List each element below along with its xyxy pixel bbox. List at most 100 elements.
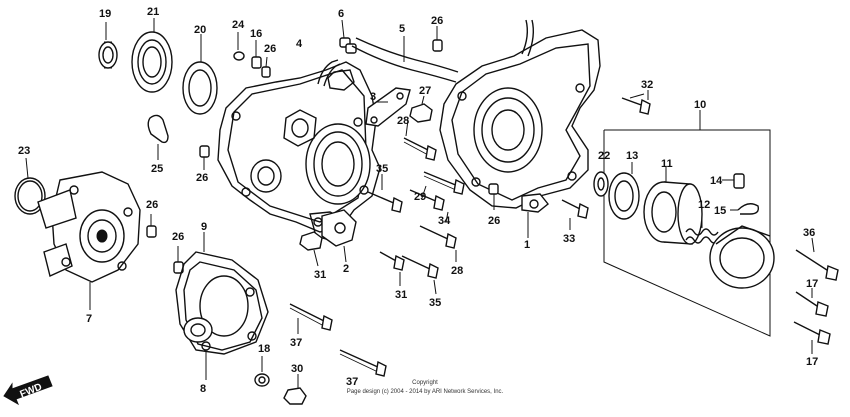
part-21-seal bbox=[131, 18, 173, 93]
part-label: 28 bbox=[397, 115, 409, 127]
part-26-dowel-f bbox=[173, 246, 184, 274]
fwd-arrow: FWD bbox=[3, 375, 53, 406]
leader-lines bbox=[381, 93, 645, 295]
part-33-bolt bbox=[561, 199, 589, 230]
part-label: 15 bbox=[714, 205, 726, 217]
part-label: 21 bbox=[147, 6, 159, 18]
part-label: 26 bbox=[146, 199, 158, 211]
part-26-dowel-a bbox=[261, 56, 271, 78]
part-label: 7 bbox=[86, 313, 92, 325]
part-label: 22 bbox=[598, 150, 610, 162]
part-label: 28 bbox=[451, 265, 463, 277]
part-17-bolt-b bbox=[793, 321, 831, 354]
crankcase-cover-center bbox=[217, 59, 381, 243]
part-label: 26 bbox=[196, 172, 208, 184]
part-9-gasket bbox=[175, 232, 269, 355]
part-label: 16 bbox=[250, 28, 262, 40]
part-label: 19 bbox=[99, 8, 111, 20]
part-32-bolt bbox=[621, 90, 651, 115]
crankcase-cover-right bbox=[439, 19, 601, 238]
part-label: 17 bbox=[806, 278, 818, 290]
part-label: 1 bbox=[524, 239, 530, 251]
part-26-dowel-c bbox=[432, 26, 443, 52]
part-label: 11 bbox=[661, 158, 673, 170]
part-label: 31 bbox=[314, 269, 326, 281]
part-label: 33 bbox=[563, 233, 575, 245]
part-24-ring bbox=[233, 32, 245, 61]
pump-cover bbox=[709, 225, 775, 289]
part-label: 10 bbox=[694, 99, 706, 111]
part-label: 35 bbox=[429, 297, 441, 309]
part-19-seal bbox=[98, 22, 118, 69]
part-28-bolt-a bbox=[403, 137, 437, 161]
part-label: 25 bbox=[151, 163, 163, 175]
part-27-bolt bbox=[409, 95, 433, 123]
part-label: 30 bbox=[291, 363, 303, 375]
part-12-spring bbox=[685, 214, 719, 244]
part-label: 18 bbox=[258, 343, 270, 355]
part-14-fitting bbox=[722, 173, 745, 189]
part-label: 36 bbox=[803, 227, 815, 239]
part-label: 17 bbox=[806, 356, 818, 368]
copyright-line-2: Page design (c) 2004 - 2014 by ARI Netwo… bbox=[347, 389, 504, 395]
part-26-dowel-d bbox=[488, 183, 499, 210]
copyright-line-1: Copyright bbox=[412, 380, 438, 386]
part-label: 27 bbox=[419, 85, 431, 97]
part-7-pump-body bbox=[37, 171, 141, 310]
part-label: 24 bbox=[232, 19, 245, 31]
part-31-bolt-b bbox=[379, 251, 405, 271]
part-label: 32 bbox=[641, 79, 653, 91]
part-label: 4 bbox=[296, 38, 303, 50]
part-label: 12 bbox=[698, 199, 710, 211]
part-16-pin bbox=[251, 40, 262, 69]
part-label: 37 bbox=[346, 376, 358, 388]
part-label: 3 bbox=[370, 91, 376, 103]
part-29-bolt bbox=[423, 171, 465, 195]
part-37-bolt-a bbox=[289, 303, 333, 334]
part-label: 23 bbox=[18, 145, 30, 157]
part-6-clamp bbox=[339, 19, 357, 54]
part-15-clip bbox=[730, 203, 760, 215]
part-35-bolt-a bbox=[367, 191, 403, 213]
part-label: 6 bbox=[338, 8, 344, 20]
part-label: 26 bbox=[431, 15, 443, 27]
part-label: 20 bbox=[194, 24, 206, 36]
part-label: 35 bbox=[376, 163, 388, 175]
part-37-bolt-b bbox=[339, 349, 387, 377]
part-28-bolt-b bbox=[419, 225, 457, 249]
part-label: 37 bbox=[290, 337, 302, 349]
part-13-seal bbox=[608, 162, 640, 220]
part-11-housing bbox=[643, 166, 703, 245]
part-label: 2 bbox=[343, 263, 349, 275]
part-34-bolt bbox=[409, 189, 445, 211]
part-8-pump-cover bbox=[183, 261, 263, 380]
part-30-bolt bbox=[283, 374, 307, 405]
part-label: 34 bbox=[438, 215, 451, 227]
part-23-oring bbox=[14, 157, 46, 215]
part-label: 14 bbox=[710, 175, 723, 187]
part-26-dowel-e bbox=[146, 214, 157, 238]
part-22-seal bbox=[593, 162, 609, 197]
part-31-bolt-a bbox=[299, 231, 323, 267]
part-label: 8 bbox=[200, 383, 206, 395]
part-label: 29 bbox=[414, 191, 426, 203]
part-label: 31 bbox=[395, 289, 407, 301]
part-label: 26 bbox=[172, 231, 184, 243]
fwd-label: FWD bbox=[18, 382, 43, 401]
part-number-labels: 19 21 20 24 16 26 4 6 5 26 32 10 3 27 28… bbox=[18, 6, 818, 395]
part-2-bracket bbox=[321, 209, 357, 263]
part-18-washer bbox=[254, 356, 270, 387]
part-5-hose bbox=[351, 36, 459, 83]
part-25-gasket bbox=[147, 114, 169, 160]
part-36-bolt bbox=[795, 237, 839, 281]
part-20-seal bbox=[182, 34, 218, 115]
part-26-dowel-b bbox=[199, 145, 210, 170]
part-35-bolt-b bbox=[401, 255, 439, 279]
part-label: 13 bbox=[626, 150, 638, 162]
part-label: 5 bbox=[399, 23, 405, 35]
part-label: 26 bbox=[264, 43, 276, 55]
part-17-bolt-a bbox=[795, 288, 829, 317]
part-3-plate bbox=[365, 87, 411, 127]
part-label: 9 bbox=[201, 221, 207, 233]
